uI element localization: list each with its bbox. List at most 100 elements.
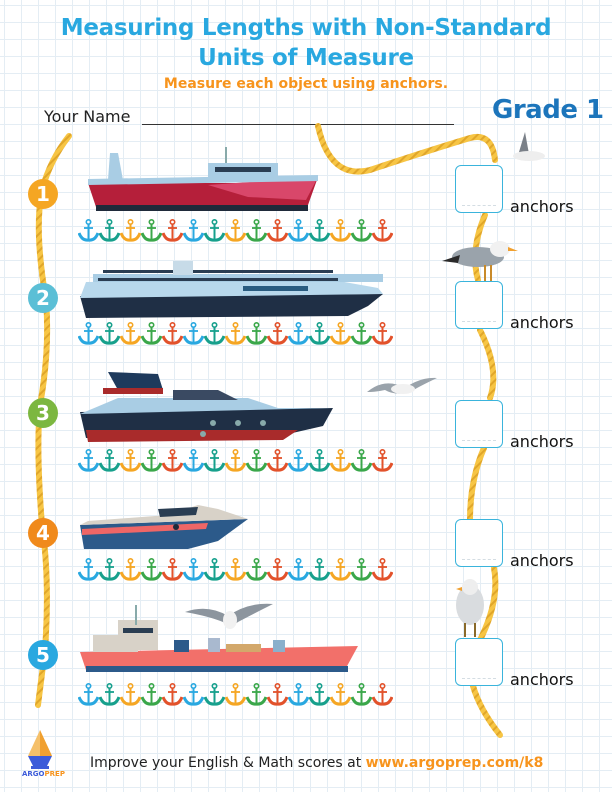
anchor-icon <box>309 449 330 472</box>
anchor-icon <box>141 683 162 706</box>
anchor-icon <box>351 322 372 345</box>
anchor-icon <box>120 683 141 706</box>
anchor-icon <box>267 449 288 472</box>
anchor-icon <box>78 558 99 581</box>
problem-number-badge: 1 <box>28 179 58 209</box>
anchor-icon <box>267 322 288 345</box>
anchor-icon <box>372 558 393 581</box>
unit-label: anchors <box>510 670 574 689</box>
anchor-icon <box>141 219 162 242</box>
anchor-icon <box>78 449 99 472</box>
anchor-icon <box>99 322 120 345</box>
anchor-icon <box>162 219 183 242</box>
motor-boat-image <box>80 505 248 549</box>
anchor-icon <box>120 449 141 472</box>
anchor-icon <box>183 558 204 581</box>
anchor-icon <box>204 558 225 581</box>
anchor-icon <box>225 683 246 706</box>
anchor-icon <box>351 219 372 242</box>
anchor-icon <box>246 558 267 581</box>
anchor-icon <box>309 683 330 706</box>
answer-box[interactable] <box>455 638 503 686</box>
anchor-icon <box>267 558 288 581</box>
anchor-icon <box>288 449 309 472</box>
anchor-icon <box>246 322 267 345</box>
standing-seagull-image <box>456 579 484 637</box>
anchor-icon <box>351 449 372 472</box>
anchor-icon <box>183 449 204 472</box>
anchor-icon <box>162 322 183 345</box>
anchor-icon <box>246 449 267 472</box>
anchor-icon <box>225 449 246 472</box>
anchor-icon <box>204 322 225 345</box>
anchor-icon <box>351 683 372 706</box>
anchor-icon <box>120 219 141 242</box>
anchor-icon <box>330 558 351 581</box>
answer-box[interactable] <box>455 400 503 448</box>
anchor-icon <box>78 683 99 706</box>
anchor-icon <box>330 322 351 345</box>
anchor-measuring-row <box>78 219 393 243</box>
anchor-icon <box>288 683 309 706</box>
problem-number-badge: 2 <box>28 283 58 313</box>
anchor-icon <box>330 449 351 472</box>
answer-box[interactable] <box>455 519 503 567</box>
anchor-icon <box>183 322 204 345</box>
argoprep-logo-icon <box>28 730 52 769</box>
anchor-icon <box>330 683 351 706</box>
anchor-icon <box>78 219 99 242</box>
anchor-icon <box>162 449 183 472</box>
instructions: Measure each object using anchors. <box>163 76 449 92</box>
anchor-measuring-row <box>78 683 393 707</box>
anchor-icon <box>267 683 288 706</box>
unit-label: anchors <box>510 197 574 216</box>
anchor-icon <box>372 322 393 345</box>
anchor-icon <box>246 683 267 706</box>
anchor-icon <box>162 558 183 581</box>
footer-link[interactable]: www.argoprep.com/k8 <box>365 755 544 771</box>
anchor-icon <box>162 683 183 706</box>
anchor-icon <box>120 322 141 345</box>
anchor-icon <box>288 558 309 581</box>
unit-label: anchors <box>510 551 574 570</box>
argoprep-logo-text: ARGOPREP <box>22 770 65 778</box>
perched-seagull-image <box>442 241 518 281</box>
anchor-icon <box>309 558 330 581</box>
problem-number-badge: 5 <box>28 640 58 670</box>
soaring-seagull-image <box>185 603 273 629</box>
anchor-icon <box>99 683 120 706</box>
anchor-icon <box>120 558 141 581</box>
name-field-line[interactable] <box>142 124 454 125</box>
anchor-icon <box>372 219 393 242</box>
anchor-icon <box>204 683 225 706</box>
anchor-icon <box>225 219 246 242</box>
answer-box[interactable] <box>455 165 503 213</box>
footer-promo: Improve your English & Math scores at ww… <box>90 755 543 771</box>
unit-label: anchors <box>510 313 574 332</box>
yacht-image <box>80 372 333 442</box>
anchor-icon <box>309 322 330 345</box>
anchor-icon <box>141 322 162 345</box>
unit-label: anchors <box>510 432 574 451</box>
anchor-measuring-row <box>78 322 393 346</box>
anchor-icon <box>372 449 393 472</box>
fishing-trawler-ship-image <box>88 147 318 211</box>
anchor-icon <box>183 219 204 242</box>
anchor-icon <box>351 558 372 581</box>
anchor-icon <box>288 322 309 345</box>
anchor-icon <box>141 449 162 472</box>
anchor-icon <box>99 449 120 472</box>
cargo-tanker-ship-image <box>80 605 358 672</box>
anchor-icon <box>141 558 162 581</box>
anchor-icon <box>330 219 351 242</box>
anchor-icon <box>183 683 204 706</box>
anchor-icon <box>267 219 288 242</box>
worksheet-title-line1: Measuring Lengths with Non-Standard <box>60 15 552 41</box>
name-label: Your Name <box>44 107 131 126</box>
flying-seagull-image <box>513 132 545 161</box>
grade-label: Grade 1 <box>492 95 604 125</box>
answer-box[interactable] <box>455 281 503 329</box>
anchor-icon <box>225 558 246 581</box>
problem-number-badge: 3 <box>28 398 58 428</box>
cruise-ship-image <box>80 261 383 318</box>
